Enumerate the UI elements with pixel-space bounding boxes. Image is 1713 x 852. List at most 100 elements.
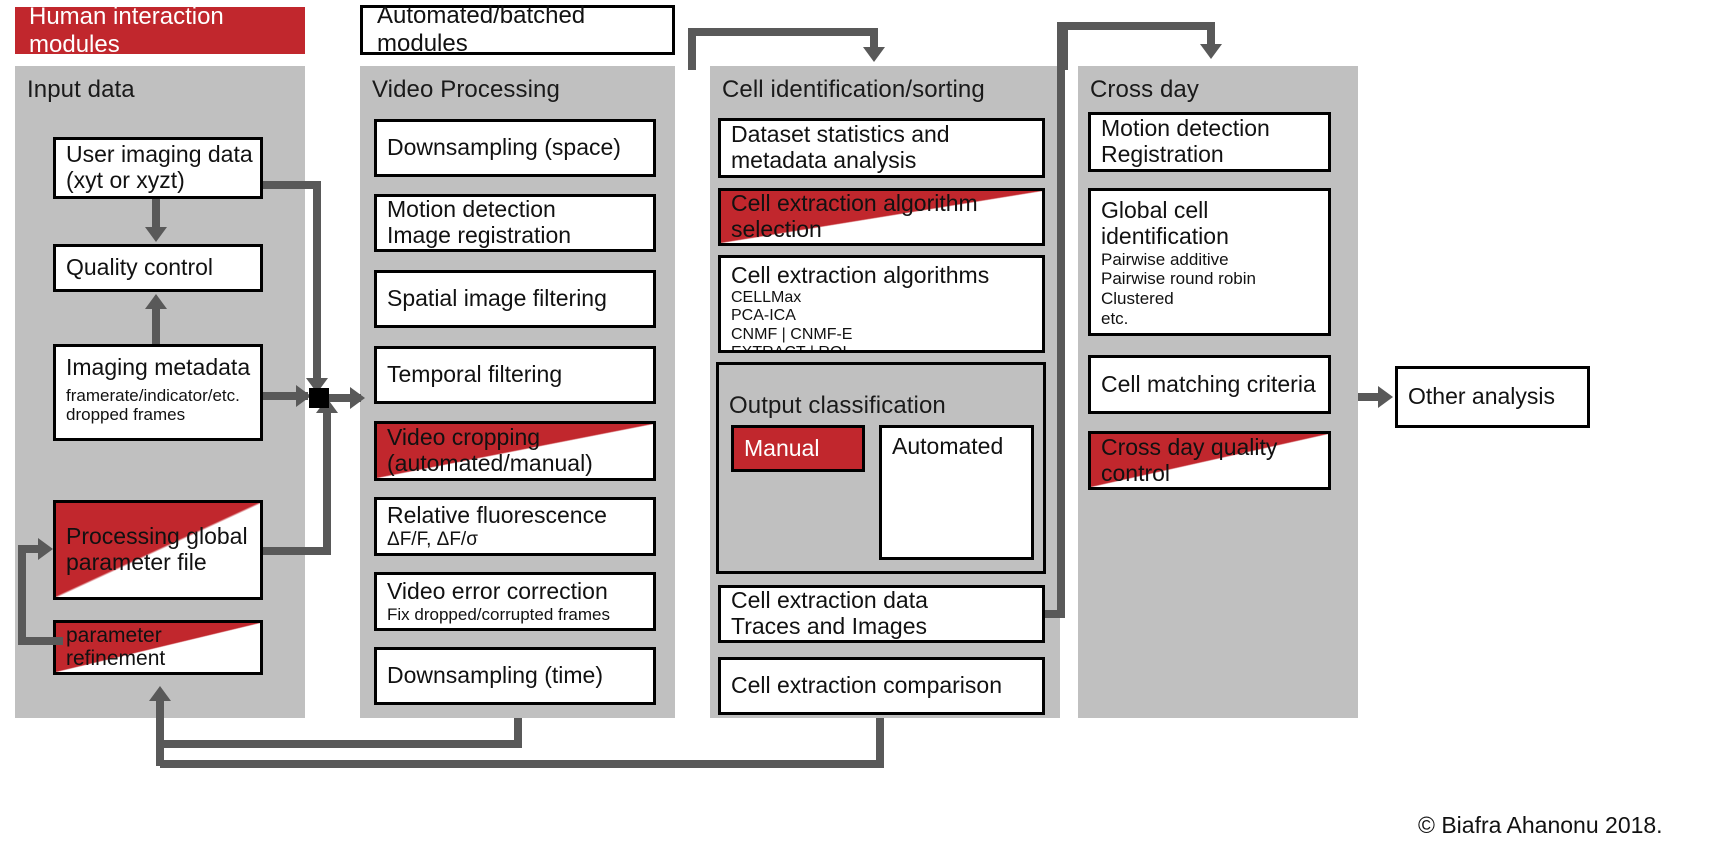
arrowhead-right xyxy=(296,385,311,407)
box-relative-fluorescence[interactable]: Relative fluorescence ΔF/F, ΔF/σ xyxy=(374,497,656,556)
legend-human-interaction: Human interaction modules xyxy=(15,3,305,58)
box-title: Cell extraction algorithm selection xyxy=(731,190,978,242)
box-title: Quality control xyxy=(66,254,214,281)
legend-automated-label: Automated/batched modules xyxy=(377,2,586,57)
box-title: Automated xyxy=(892,433,1004,459)
panel-title-cross-day: Cross day xyxy=(1090,76,1199,103)
connector-refinement-loop-left xyxy=(18,545,26,645)
connector-refinement-loop-bottom xyxy=(18,637,63,645)
arrowhead-down xyxy=(863,47,885,62)
connector-extractiondata-right xyxy=(1045,610,1065,618)
box-title: Downsampling (space) xyxy=(387,134,621,161)
connector-user-down xyxy=(313,181,321,381)
arrowhead-down xyxy=(145,227,167,242)
box-title: Cell extraction algorithms xyxy=(731,262,990,288)
box-subtitle: CELLMax PCA-ICA CNMF | CNMF-E EXTRACT | … xyxy=(731,288,853,353)
box-subtitle: Fix dropped/corrupted frames xyxy=(387,604,610,624)
legend-human-label: Human interaction modules xyxy=(29,2,224,58)
connector-feedback-video-down xyxy=(514,718,522,748)
arrowhead-right xyxy=(350,387,365,409)
box-title: Processing global parameter file xyxy=(66,523,248,575)
panel-title-input-data: Input data xyxy=(27,76,135,103)
box-title: Cell extraction comparison xyxy=(731,672,1003,699)
arrowhead-up xyxy=(149,686,171,701)
connector-user-right xyxy=(263,181,321,189)
box-processing-global-parameter-file[interactable]: Processing global parameter file xyxy=(53,500,263,600)
box-title: Downsampling (time) xyxy=(387,662,604,689)
box-title: Other analysis xyxy=(1408,383,1556,410)
box-title: Spatial image filtering xyxy=(387,285,607,312)
box-title: parameter refinement xyxy=(66,623,166,670)
arrowhead-down xyxy=(1200,44,1222,59)
box-title: Video cropping (automated/manual) xyxy=(387,424,593,476)
box-title: Cell matching criteria xyxy=(1101,370,1316,397)
connector-extractiondata-up xyxy=(1057,22,1065,618)
box-title: Cell extraction data Traces and Images xyxy=(731,587,928,639)
connector-paramfile-up xyxy=(323,410,331,555)
box-video-error-correction[interactable]: Video error correction Fix dropped/corru… xyxy=(374,572,656,631)
connector-junction-to-video xyxy=(329,394,361,402)
box-automated-classification[interactable]: Automated xyxy=(879,425,1034,560)
box-cell-extraction-data[interactable]: Cell extraction data Traces and Images xyxy=(718,585,1045,643)
panel-title-video-processing: Video Processing xyxy=(372,76,560,103)
box-title: Relative fluorescence xyxy=(387,501,607,528)
box-cell-extraction-comparison[interactable]: Cell extraction comparison xyxy=(718,657,1045,715)
legend-automated-modules: Automated/batched modules xyxy=(360,2,675,57)
box-other-analysis[interactable]: Other analysis xyxy=(1395,366,1590,428)
box-title: Motion detection Image registration xyxy=(387,196,572,248)
connector-refinement-loop-top xyxy=(18,545,46,553)
box-subtitle: framerate/indicator/etc. dropped frames xyxy=(66,385,240,425)
connector-feedback-cell-down xyxy=(876,718,884,768)
box-cell-extraction-algorithms[interactable]: Cell extraction algorithms CELLMax PCA-I… xyxy=(718,255,1045,353)
panel-title-cell-identification: Cell identification/sorting xyxy=(722,76,985,103)
box-cross-day-quality-control[interactable]: Cross day quality control xyxy=(1088,431,1331,490)
connector-feedback-video-across xyxy=(160,740,522,748)
box-quality-control[interactable]: Quality control xyxy=(53,244,263,292)
box-motion-detection-image-registration[interactable]: Motion detection Image registration xyxy=(374,194,656,252)
box-subtitle: Pairwise additive Pairwise round robin C… xyxy=(1101,249,1256,328)
subpanel-title-output-classification: Output classification xyxy=(729,392,946,419)
arrowhead-up xyxy=(145,294,167,309)
box-global-cell-identification[interactable]: Global cell identification Pairwise addi… xyxy=(1088,188,1331,336)
box-title: Global cell identification xyxy=(1101,197,1229,249)
box-user-imaging-data[interactable]: User imaging data (xyt or xyzt) xyxy=(53,137,263,199)
box-downsampling-space[interactable]: Downsampling (space) xyxy=(374,119,656,177)
connector-to-other-analysis xyxy=(1358,393,1386,401)
connector-cell-top-across xyxy=(1060,22,1215,30)
box-crossday-motion-detection[interactable]: Motion detection Registration xyxy=(1088,112,1331,172)
merge-junction xyxy=(309,388,329,408)
box-imaging-metadata[interactable]: Imaging metadata framerate/indicator/etc… xyxy=(53,344,263,441)
box-parameter-refinement[interactable]: parameter refinement xyxy=(53,620,263,675)
box-manual-classification[interactable]: Manual xyxy=(731,425,865,472)
box-subtitle: ΔF/F, ΔF/σ xyxy=(387,528,478,550)
box-title: Motion detection Registration xyxy=(1101,115,1270,167)
box-dataset-statistics[interactable]: Dataset statistics and metadata analysis xyxy=(718,118,1045,178)
connector-feedback-cell-across xyxy=(160,760,884,768)
connector-video-top-across xyxy=(688,28,878,36)
box-title: Temporal filtering xyxy=(387,361,563,388)
box-title: Imaging metadata xyxy=(66,354,251,380)
box-title: Video error correction xyxy=(387,577,608,604)
connector-metadata-to-quality xyxy=(152,308,160,344)
connector-metadata-right xyxy=(263,392,308,400)
arrowhead-right xyxy=(38,538,53,560)
connector-user-to-quality xyxy=(152,199,160,229)
box-title: Dataset statistics and metadata analysis xyxy=(731,121,950,173)
box-title: Cross day quality control xyxy=(1101,433,1278,486)
box-spatial-image-filtering[interactable]: Spatial image filtering xyxy=(374,270,656,328)
box-title: User imaging data xyxy=(66,141,253,168)
copyright-credit: © Biafra Ahanonu 2018. xyxy=(1418,812,1663,838)
connector-feedback-riser xyxy=(156,700,164,766)
box-downsampling-time[interactable]: Downsampling (time) xyxy=(374,647,656,705)
box-cell-matching-criteria[interactable]: Cell matching criteria xyxy=(1088,355,1331,414)
arrowhead-right xyxy=(1378,386,1393,408)
connector-paramfile-right xyxy=(263,547,331,555)
box-temporal-filtering[interactable]: Temporal filtering xyxy=(374,346,656,404)
connector-cell-top-down xyxy=(1207,22,1215,47)
connector-video-top-down xyxy=(870,28,878,50)
box-title: Manual xyxy=(744,434,820,461)
box-cell-extraction-algorithm-selection[interactable]: Cell extraction algorithm selection xyxy=(718,188,1045,246)
box-video-cropping[interactable]: Video cropping (automated/manual) xyxy=(374,421,656,481)
box-subtitle: (xyt or xyzt) xyxy=(66,167,185,193)
